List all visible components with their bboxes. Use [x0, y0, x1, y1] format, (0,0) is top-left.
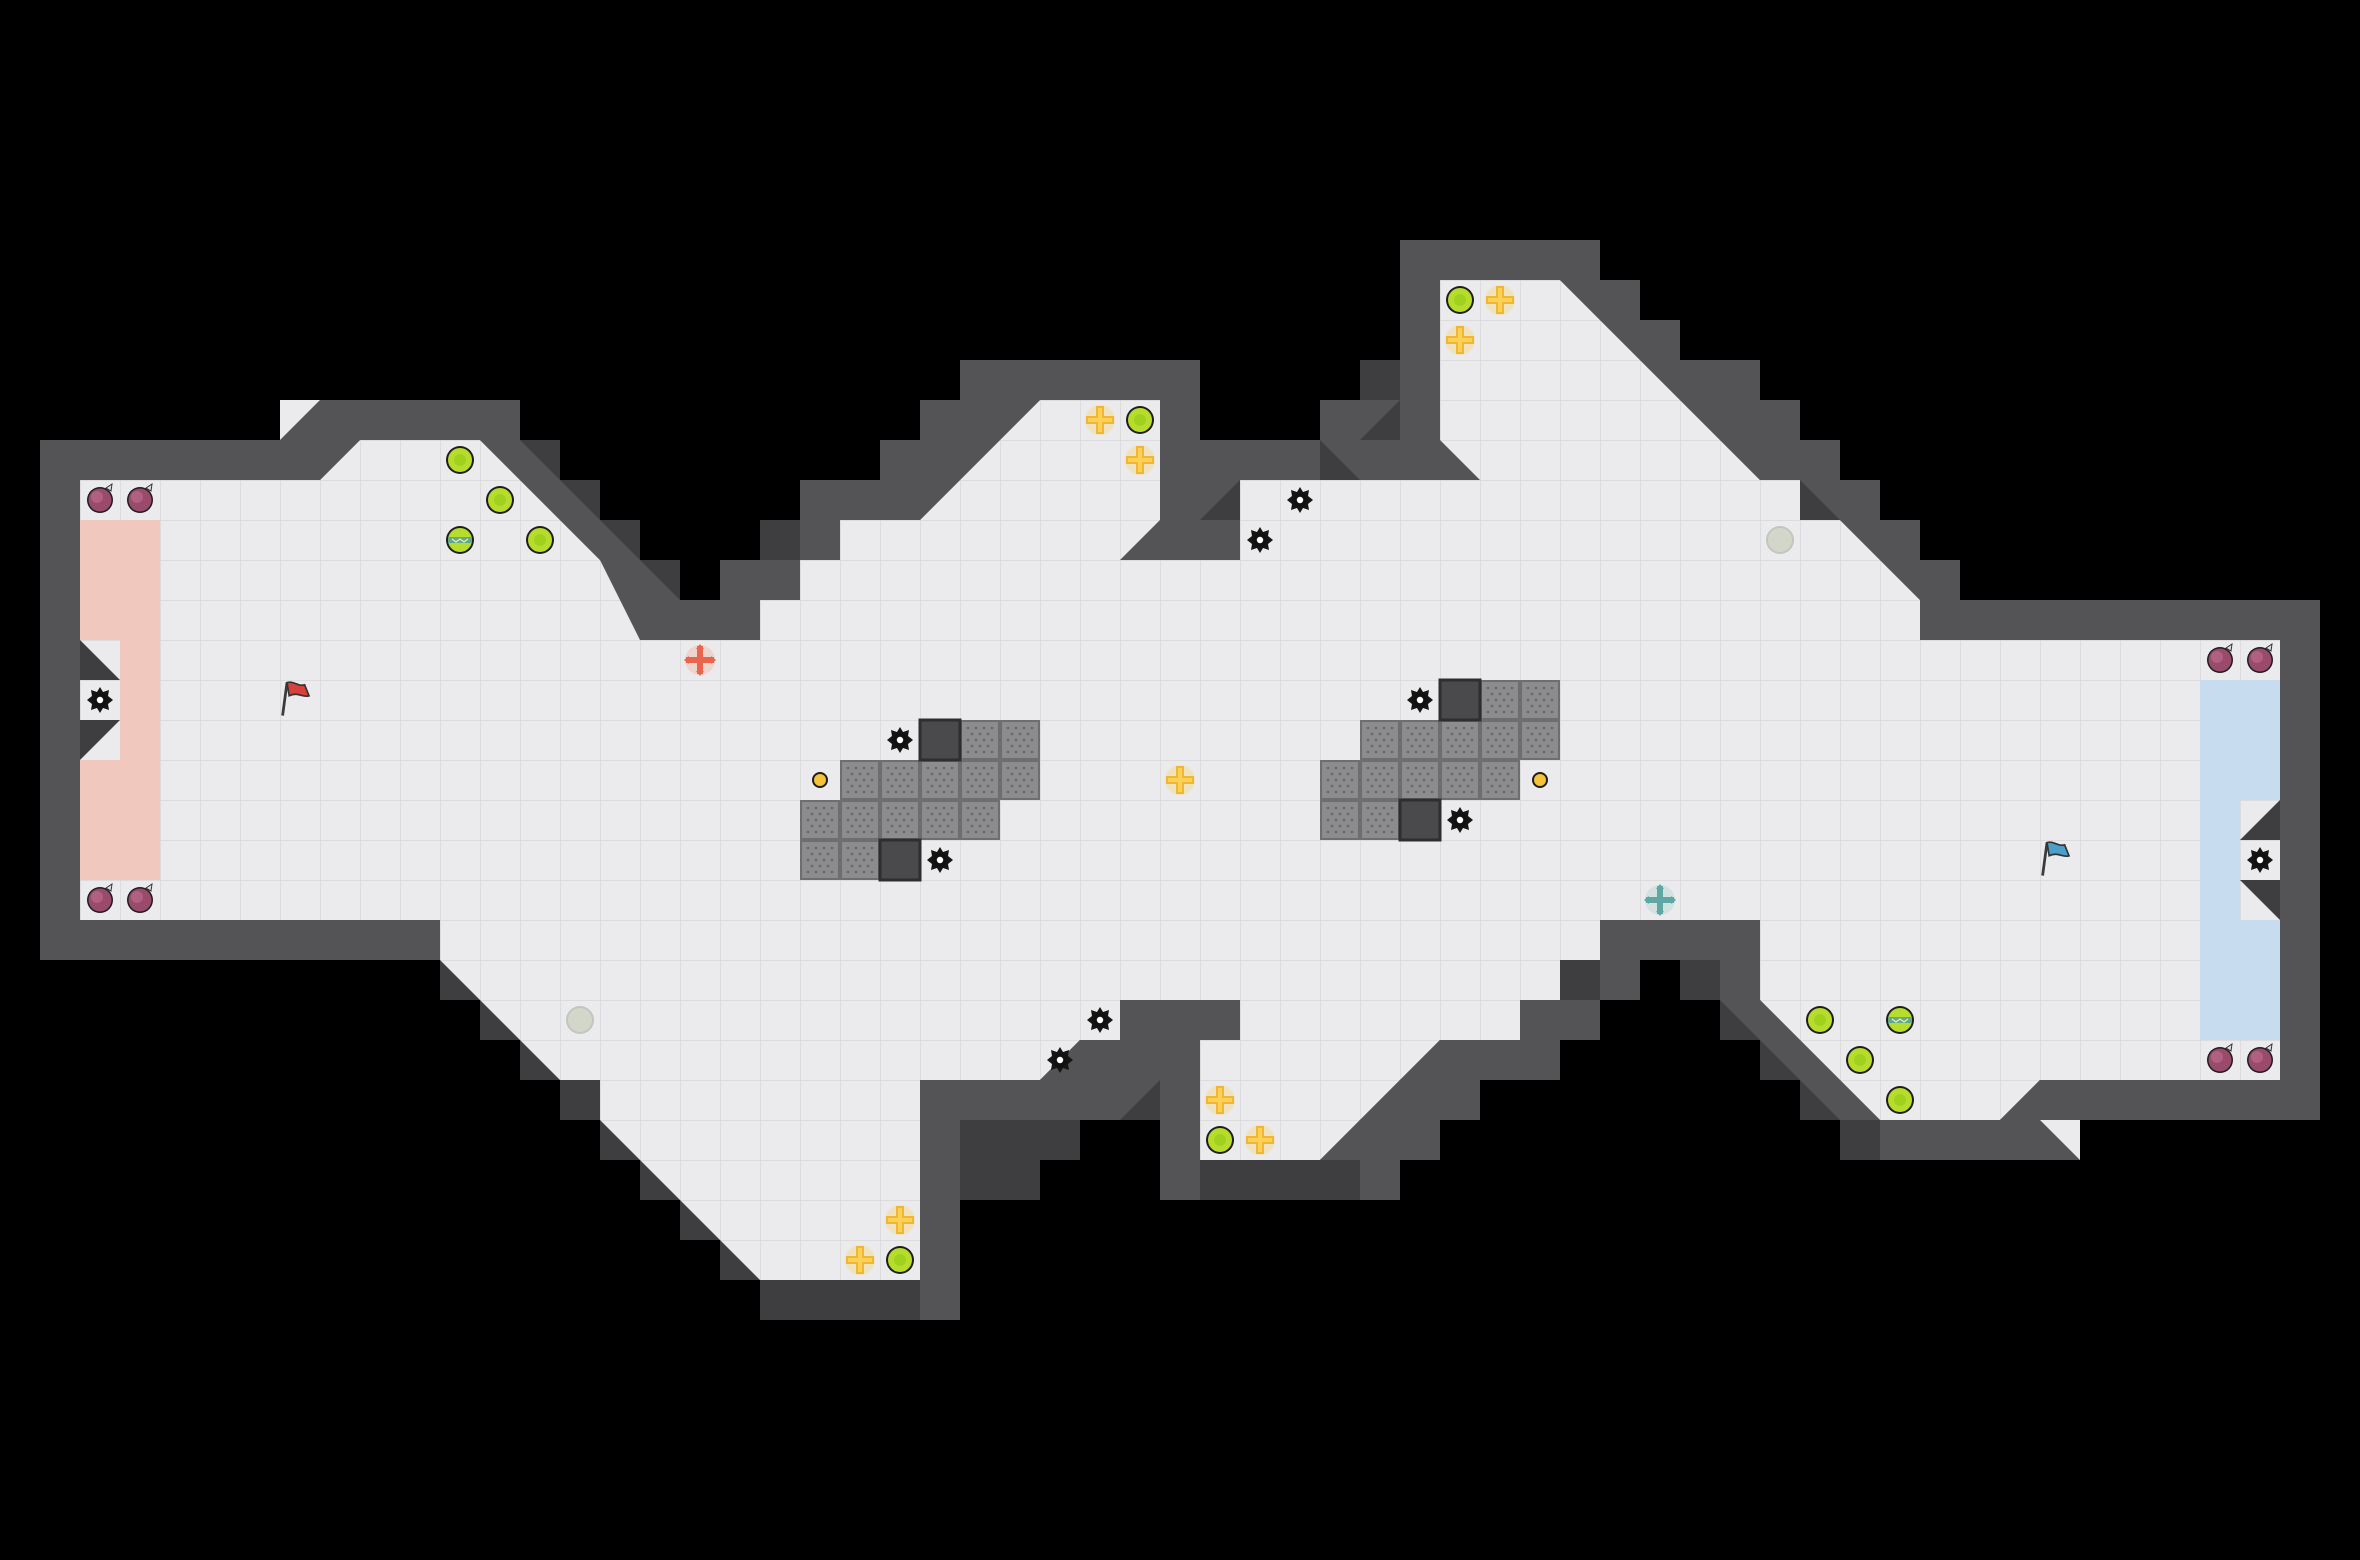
faded-powerup-icon [566, 1006, 594, 1034]
gate-cluster-left [800, 718, 1040, 882]
wall-block [1438, 678, 1482, 722]
powerup-icon [1885, 1005, 1915, 1035]
boost-icon [1245, 1125, 1275, 1155]
powerup-icon [445, 525, 475, 555]
boost-icon [1085, 405, 1115, 435]
map-corner-notches [280, 400, 2080, 1160]
button-icon [1532, 772, 1548, 788]
powerup-icon [1446, 286, 1474, 314]
wall-block [1398, 798, 1442, 842]
boost-icon [845, 1245, 875, 1275]
boost-icon [1485, 285, 1515, 315]
wall-block [918, 718, 962, 762]
button-icon [812, 772, 828, 788]
powerup-icon [1806, 1006, 1834, 1034]
powerup-icon [1846, 1046, 1874, 1074]
blue-team-zone [2200, 680, 2280, 1040]
boost-icon [1165, 765, 1195, 795]
powerup-icon [446, 446, 474, 474]
boost-icon [885, 1205, 915, 1235]
wall-block [878, 838, 922, 882]
powerup-icon [526, 526, 554, 554]
faded-powerup-icon [1766, 526, 1794, 554]
boost-icon [1445, 325, 1475, 355]
powerup-icon [1206, 1126, 1234, 1154]
powerup-icon [886, 1246, 914, 1274]
gate-cluster-right [1320, 678, 1560, 842]
powerup-icon [1886, 1086, 1914, 1114]
boost-icon [1205, 1085, 1235, 1115]
powerup-icon [486, 486, 514, 514]
boost-icon [1125, 445, 1155, 475]
red-team-zone [80, 520, 160, 880]
powerup-icon [1126, 406, 1154, 434]
wall-notches [80, 400, 2280, 1160]
